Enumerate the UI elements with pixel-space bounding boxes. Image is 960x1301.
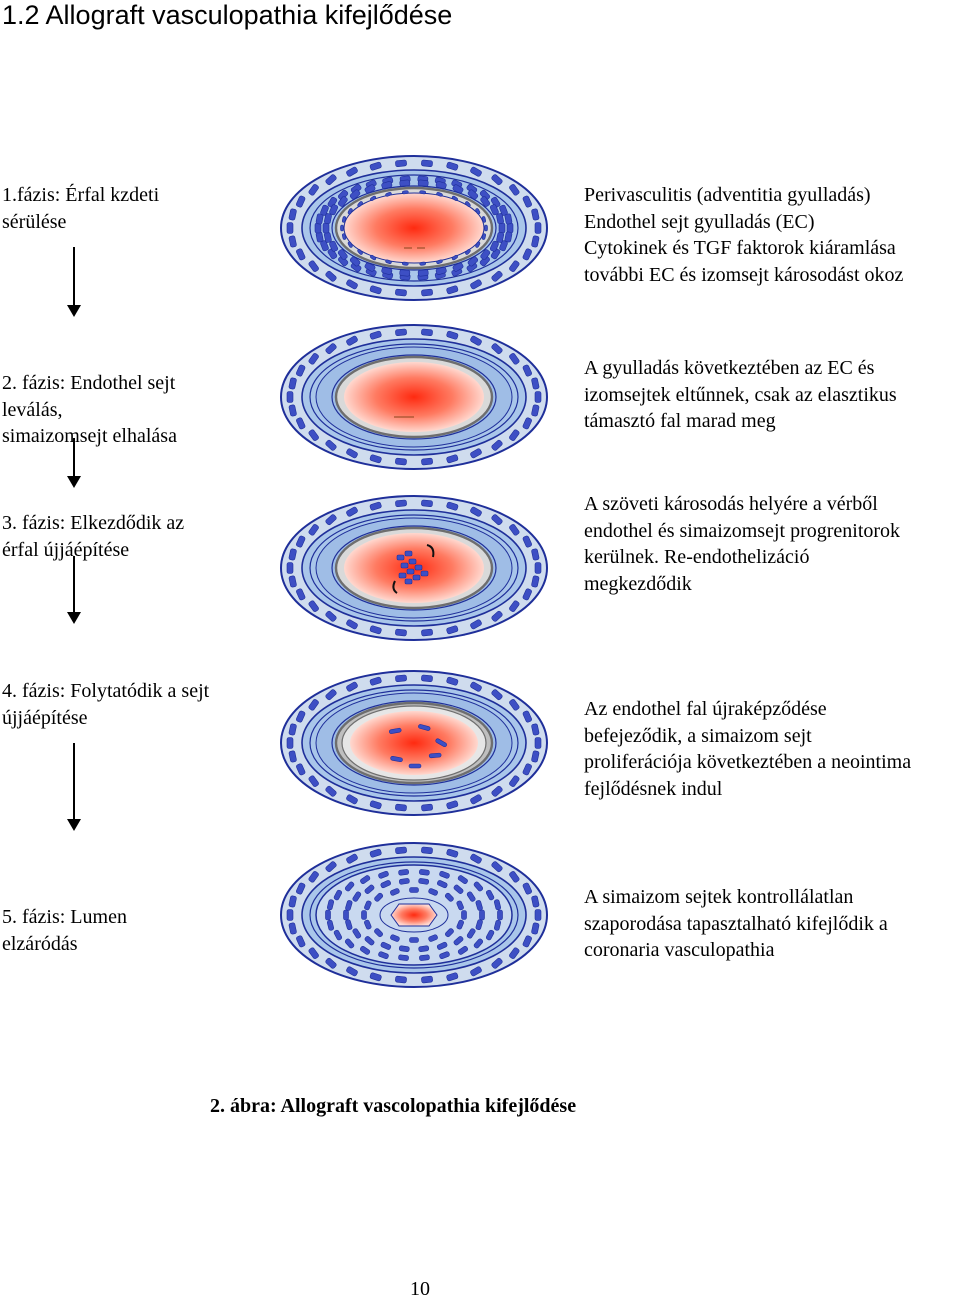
phase-5-label-line: 5. fázis: Lumen — [2, 906, 127, 928]
phase-4-description-line: fejlődésnek indul — [584, 777, 723, 800]
phase-2-description-line: támasztó fal marad meg — [584, 410, 776, 432]
phase-5-label: 5. fázis: Lumen elzáródás — [2, 904, 272, 957]
phase-1-label-line: sérülése — [2, 210, 67, 233]
phase-3-description-line: A szöveti károsodás helyére a vérből — [584, 493, 878, 515]
phase-2-description: A gyulladás következtében az EC és izoms… — [584, 355, 960, 435]
phase-4-label: 4. fázis: Folytatódik a sejt újjáépítése — [2, 678, 272, 731]
phase-1-description-line: Cytokinek és TGF faktorok kiáramlása — [584, 237, 896, 259]
phase-5-description-line: coronaria vasculopathia — [584, 939, 775, 961]
phase-3-label-line: érfal újjáépítése — [2, 538, 130, 561]
phase-2-label-line: 2. fázis: Endothel sejt — [2, 372, 176, 394]
phase-4-label-line: újjáépítése — [2, 706, 88, 729]
phase-1-description: Perivasculitis (adventitia gyulladás) En… — [584, 182, 960, 288]
phase-4-description: Az endothel fal újraképződése befejeződi… — [584, 696, 960, 802]
down-arrow-icon — [67, 438, 81, 488]
vessel-phase-4-diagram — [280, 670, 548, 816]
phase-4-description-line: Az endothel fal újraképződése — [584, 698, 827, 720]
phase-4-description-line: befejeződik, a simaizom sejt — [584, 724, 812, 747]
phase-2-label: 2. fázis: Endothel sejt leválás, simaizo… — [2, 370, 272, 450]
phase-5-label-line: elzáródás — [2, 932, 78, 955]
down-arrow-icon — [67, 247, 81, 317]
figure-caption: 2. ábra: Allograft vascolopathia kifejlő… — [210, 1095, 577, 1117]
vessel-phase-2-diagram — [280, 324, 548, 470]
phase-3-description: A szöveti károsodás helyére a vérből end… — [584, 491, 960, 597]
down-arrow-icon — [67, 743, 81, 831]
vessel-phase-1-diagram — [280, 155, 548, 301]
page-number: 10 — [410, 1278, 430, 1300]
phase-2-description-line: A gyulladás következtében az EC és — [584, 357, 875, 379]
phase-2-description-line: izomsejtek eltűnnek, csak az elasztikus — [584, 383, 897, 406]
phase-1-label: 1.fázis: Érfal kzdeti sérülése — [2, 182, 272, 235]
phase-3-description-line: kerülnek. Re-endothelizáció — [584, 546, 810, 568]
phase-5-description: A simaizom sejtek kontrollálatlan szapor… — [584, 884, 960, 964]
vessel-phase-3-diagram — [280, 495, 548, 641]
phase-3-description-line: megkezdődik — [584, 572, 692, 595]
phase-4-label-line: 4. fázis: Folytatódik a sejt — [2, 680, 210, 702]
vessel-phase-5-diagram — [280, 842, 548, 988]
phase-2-label-line: simaizomsejt elhalása — [2, 425, 177, 447]
phase-5-description-line: szaporodása tapasztalható kifejlődik a — [584, 912, 888, 935]
phase-4-description-line: proliferációja következtében a neointima — [584, 751, 912, 773]
phase-3-label-line: 3. fázis: Elkezdődik az — [2, 512, 185, 534]
phase-1-description-line: Endothel sejt gyulladás (EC) — [584, 210, 815, 233]
section-heading: 1.2 Allograft vasculopathia kifejlődése — [2, 0, 453, 30]
phase-3-label: 3. fázis: Elkezdődik az érfal újjáépítés… — [2, 510, 272, 563]
phase-1-description-line: további EC és izomsejt károsodást okoz — [584, 263, 904, 286]
phase-5-description-line: A simaizom sejtek kontrollálatlan — [584, 886, 854, 908]
phase-1-label-line: 1.fázis: Érfal kzdeti — [2, 184, 160, 206]
phase-3-description-line: endothel és simaizomsejt progrenitorok — [584, 519, 901, 542]
phase-2-label-line: leválás, — [2, 398, 63, 421]
phase-1-description-line: Perivasculitis (adventitia gyulladás) — [584, 184, 871, 206]
down-arrow-icon — [67, 556, 81, 624]
